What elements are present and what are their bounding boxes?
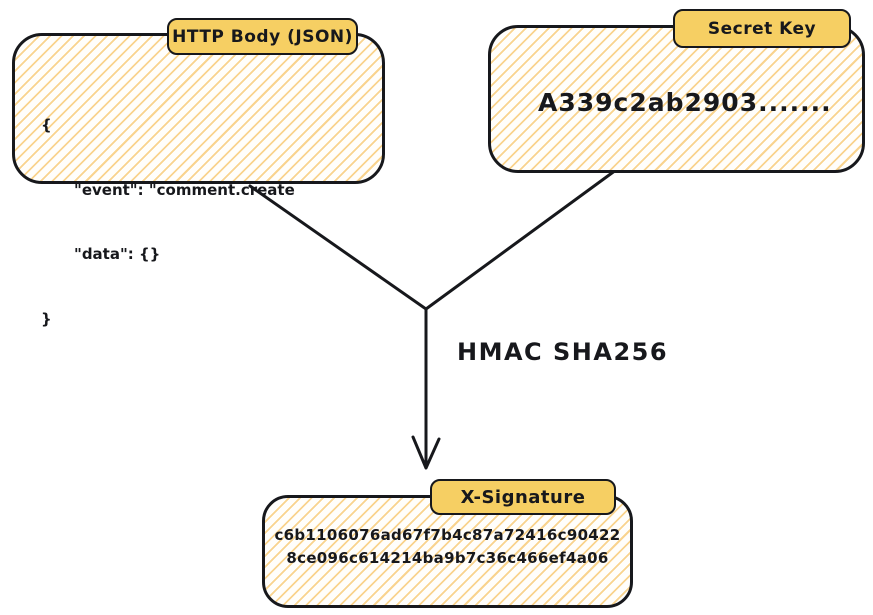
node-http-body: { "event": "comment.create "data": {} } [12,33,385,328]
edge-secret-key-to-join [424,168,618,311]
signature-hash-line-1: c6b1106076ad67f7b4c87a72416c90422 [274,526,621,544]
hmac-operation-label: HMAC SHA256 [457,338,669,366]
secret-key-content: A339c2ab2903....... [538,88,832,117]
badge-secret-key-label: Secret Key [673,9,851,48]
json-line-open-brace: { [41,116,52,134]
signature-hash-line-2: 8ce096c614214ba9b7c36c466ef4a06 [286,549,609,567]
json-line-close-brace: } [41,309,52,328]
node-secret-key: A339c2ab2903....... [488,25,865,173]
http-body-label-text: HTTP Body (JSON) [172,26,353,47]
secret-key-label-text: Secret Key [707,18,817,39]
badge-x-signature-label: X-Signature [430,479,616,515]
json-line-event: "event": "comment.create [74,180,295,199]
x-signature-content: c6b1106076ad67f7b4c87a72416c90422 8ce096… [265,524,630,570]
http-body-content: { "event": "comment.create "data": {} } [41,72,295,373]
json-line-data: "data": {} [74,245,161,263]
arrowhead-icon [411,435,441,470]
node-x-signature: c6b1106076ad67f7b4c87a72416c90422 8ce096… [262,495,633,608]
x-signature-label-text: X-Signature [460,486,586,508]
badge-http-body-label: HTTP Body (JSON) [167,18,358,55]
